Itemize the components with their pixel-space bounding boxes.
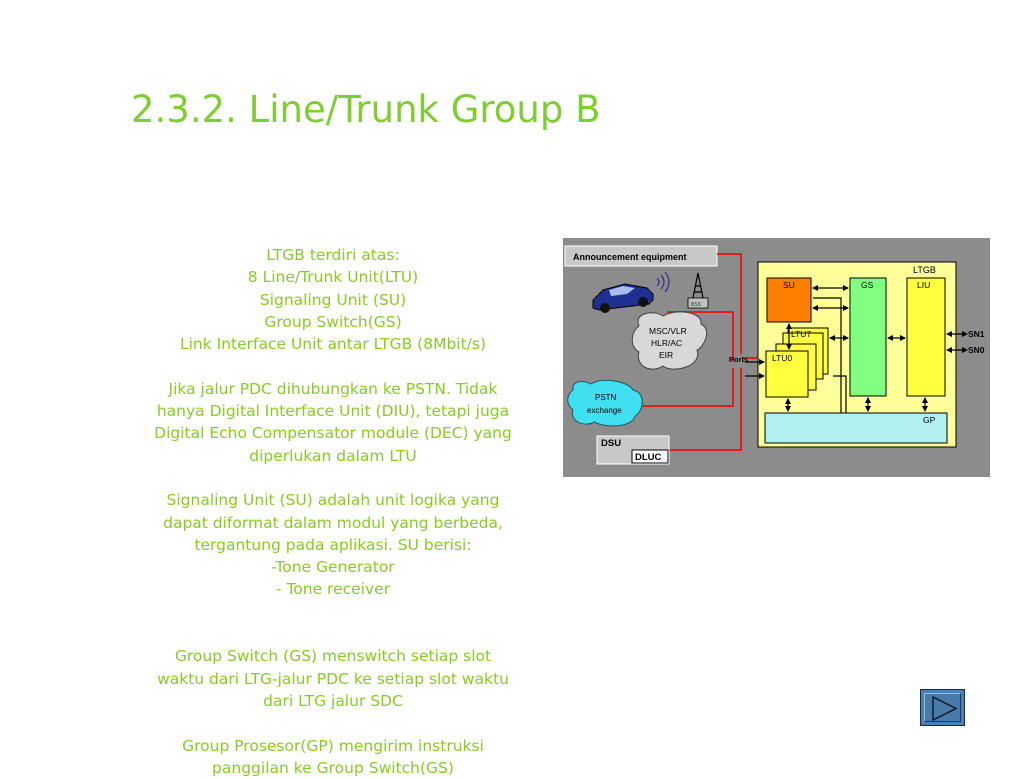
dluc-box	[631, 449, 669, 464]
body-line: Digital Echo Compensator module (DEC) ya…	[154, 424, 512, 443]
gs-label: GS	[861, 280, 874, 290]
liu-label: LIU	[917, 280, 930, 290]
announcement-label: Announcement equipment	[573, 252, 687, 262]
body-line: hanya Digital Interface Unit (DIU), teta…	[156, 402, 510, 421]
red-connections	[643, 253, 758, 451]
msc-label-3: EIR	[659, 350, 673, 360]
sn0-label: SN0	[968, 345, 985, 355]
next-slide-button[interactable]	[920, 689, 965, 726]
dluc-label: DLUC	[635, 452, 662, 463]
next-slide-button-face[interactable]	[924, 693, 961, 722]
dsu-label: DSU	[601, 438, 621, 449]
body-line: Group Switch(GS)	[264, 312, 402, 331]
msc-label-1: MSC/VLR	[649, 326, 687, 336]
liu-block	[906, 277, 946, 397]
body-line	[128, 467, 538, 489]
body-line: dapat diformat dalam modul yang berbeda,	[163, 513, 503, 532]
body-line: - Tone receiver	[275, 580, 391, 599]
su-label: SU	[783, 280, 795, 290]
body-line: Group Switch (GS) menswitch setiap slot	[174, 647, 492, 666]
signal-arrows	[745, 285, 968, 413]
body-line: Group Prosesor(GP) mengirim instruksi	[182, 736, 484, 755]
body-line	[128, 712, 538, 734]
announcement-box	[564, 245, 718, 267]
ltu0-block	[765, 350, 809, 398]
pstn-cloud: PSTN exchange	[567, 379, 643, 427]
msc-cloud: MSC/VLR HLR/AC EIR	[631, 311, 708, 370]
ltgb-label: LTGB	[913, 265, 936, 275]
body-line: waktu dari LTG-jalur PDC ke setiap slot …	[157, 669, 509, 688]
svg-text:BSS: BSS	[691, 302, 702, 308]
play-triangle-icon	[932, 695, 958, 722]
gs-block	[849, 277, 887, 397]
gp-block	[764, 412, 948, 444]
ltgb-diagram: Announcement equipment BSS MSC/VLR HLR/A…	[563, 238, 990, 477]
body-line: 8 Line/Trunk Unit(LTU)	[247, 268, 419, 287]
body-line: Signaling Unit (SU)	[259, 290, 407, 309]
sn1-label: SN1	[968, 329, 985, 339]
body-line: Jika jalur PDC dihubungkan ke PSTN. Tida…	[168, 379, 498, 398]
car-icon	[592, 271, 670, 313]
body-line: Link Interface Unit antar LTGB (8Mbit/s)	[179, 335, 487, 354]
body-line	[128, 623, 538, 645]
slide-body: LTGB terdiri atas: 8 Line/Trunk Unit(LTU)…	[128, 244, 538, 779]
ltu7-label: LTU7	[791, 329, 811, 339]
antenna-tower-icon: BSS	[687, 272, 709, 309]
gp-label: GP	[923, 415, 936, 425]
pstn-label-1: PSTN	[595, 393, 617, 402]
msc-label-2: HLR/AC	[651, 338, 682, 348]
body-line: LTGB terdiri atas:	[266, 246, 400, 264]
su-block	[766, 277, 812, 323]
pstn-label-2: exchange	[587, 406, 622, 415]
body-line: tergantung pada aplikasi. SU berisi:	[194, 535, 472, 554]
body-line: dari LTG jalur SDC	[263, 691, 403, 710]
ports-label: Ports	[729, 355, 748, 364]
body-line	[128, 601, 538, 623]
body-line: Signaling Unit (SU) adalah unit logika y…	[166, 491, 500, 510]
body-line: -Tone Generator	[271, 558, 395, 577]
body-line: diperlukan dalam LTU	[249, 446, 417, 465]
slide-title: 2.3.2. Line/Trunk Group B	[131, 88, 601, 131]
body-line	[128, 355, 538, 377]
ltu0-label: LTU0	[772, 353, 792, 363]
